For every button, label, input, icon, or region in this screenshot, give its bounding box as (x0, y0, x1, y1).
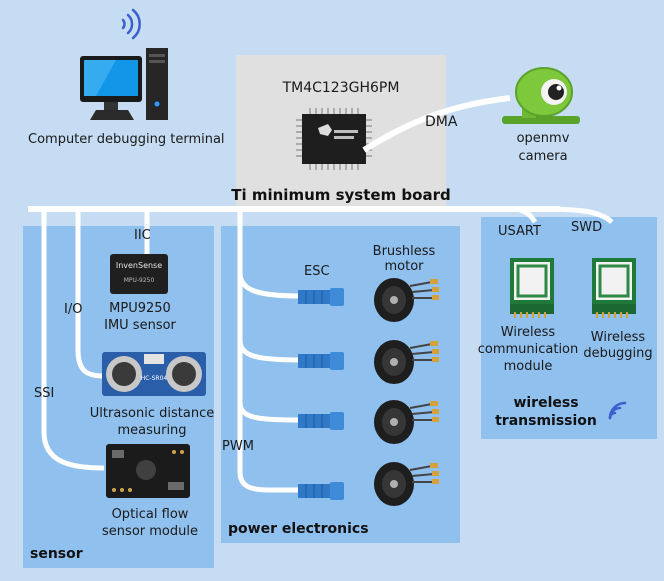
brushless-motor-icon (370, 272, 440, 324)
brushless-motor-icon (370, 334, 440, 386)
signal-icon (115, 8, 143, 40)
power-panel-title: power electronics (228, 521, 369, 537)
esc-label: ESC (304, 264, 330, 279)
sensor-panel-title: sensor (30, 546, 83, 562)
brushless-motor-icon (370, 394, 440, 446)
debug-label-line1: Wireless (590, 330, 646, 345)
imu-sensor-icon: InvenSense MPU-9250 (108, 250, 170, 298)
wireless-title-line1: wireless (513, 395, 579, 411)
pwm-label: PWM (222, 439, 254, 454)
wireless-debug-module-icon (590, 256, 638, 318)
brushless-motor-icon (370, 456, 440, 508)
optical-flow-sensor-icon (104, 442, 192, 500)
dma-label: DMA (425, 114, 458, 130)
optical-flow-label-line1: Optical flow (111, 507, 189, 522)
imu-label-line1: MPU9250 (109, 301, 171, 316)
mcu-chip-icon (296, 104, 376, 174)
svg-text:InvenSense: InvenSense (116, 261, 162, 270)
camera-label-line1: openmv (516, 131, 570, 146)
ssi-label: SSI (34, 386, 55, 401)
esc-icon (296, 410, 350, 432)
dma-link (360, 88, 520, 158)
ultrasonic-label-line1: Ultrasonic distance (89, 406, 215, 421)
camera-label-line2: camera (518, 149, 568, 164)
computer-icon (76, 44, 174, 126)
wireless-title-line2: transmission (495, 413, 597, 429)
comm-label-line2: communication (477, 342, 579, 357)
motor-label-line2: motor (384, 259, 424, 274)
computer-label: Computer debugging terminal (28, 132, 225, 147)
esc-icon (296, 480, 350, 502)
optical-flow-label-line2: sensor module (102, 524, 198, 539)
ultrasonic-chip-text: HC-SR04 (141, 375, 168, 382)
chip-model-label: TM4C123GH6PM (282, 80, 400, 96)
debug-label-line2: debugging (583, 346, 653, 361)
wireless-signal-icon (604, 396, 630, 422)
comm-label-line3: module (503, 359, 553, 374)
motor-label-line1: Brushless (372, 244, 436, 259)
iic-label: IIC (134, 228, 151, 243)
esc-icon (296, 286, 350, 308)
ultrasonic-sensor-icon: HC-SR04 (100, 348, 208, 400)
imu-chip-text: MPU-9250 (124, 277, 155, 284)
usart-label: USART (498, 224, 541, 239)
openmv-camera-icon (500, 66, 582, 126)
io-label: I/O (64, 302, 83, 317)
imu-label-line2: IMU sensor (104, 318, 176, 333)
swd-label: SWD (571, 220, 603, 235)
main-bus (28, 206, 560, 212)
wireless-panel (481, 217, 657, 439)
board-title: Ti minimum system board (231, 186, 451, 204)
comm-label-line1: Wireless (500, 325, 556, 340)
ultrasonic-label-line2: measuring (117, 423, 187, 438)
esc-icon (296, 350, 350, 372)
wireless-comm-module-icon (508, 256, 556, 318)
